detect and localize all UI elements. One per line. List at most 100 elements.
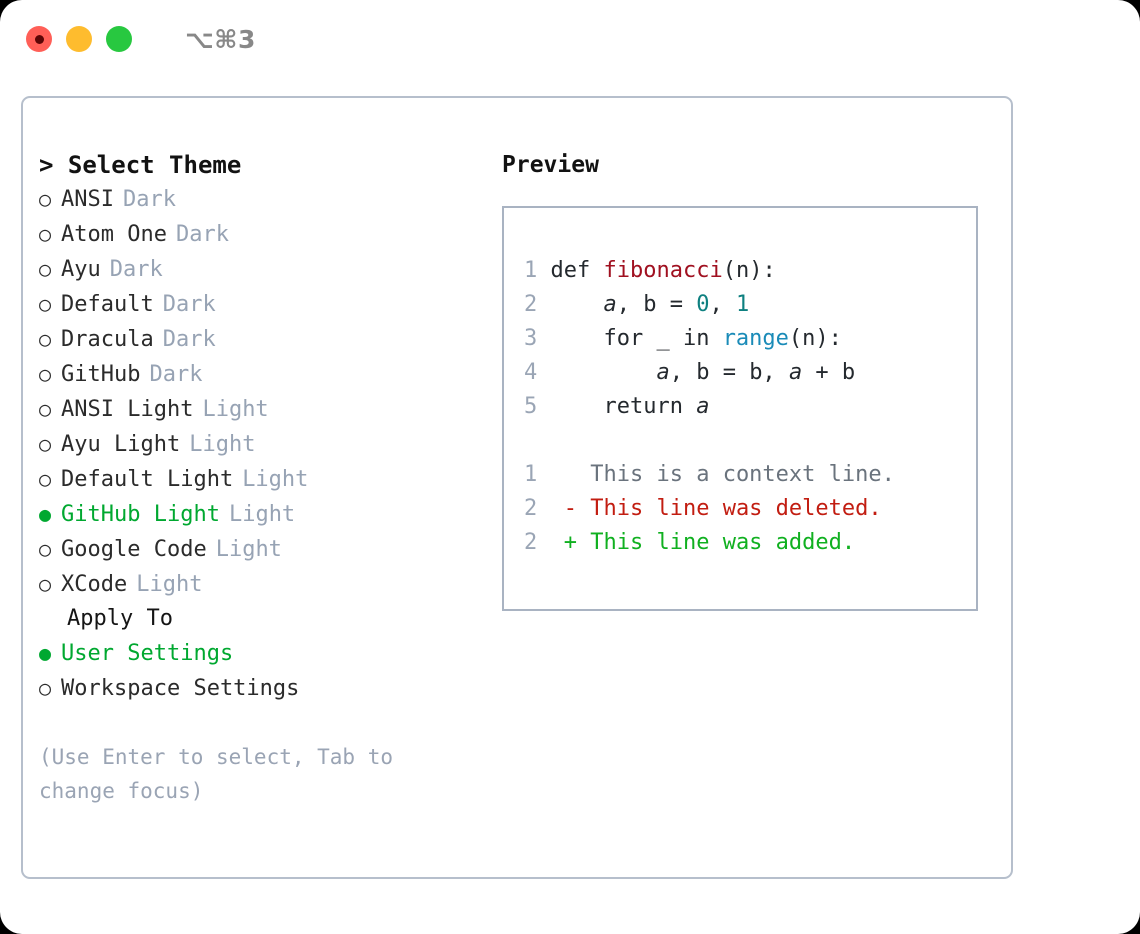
code-line: 1 def fibonacci(n): bbox=[524, 254, 855, 288]
code-line: 2 a, b = 0, 1 bbox=[524, 288, 855, 322]
theme-name: Ayu bbox=[61, 257, 101, 282]
line-number: 1 bbox=[524, 462, 538, 487]
theme-variant-badge: Light bbox=[136, 572, 203, 597]
theme-name: Default bbox=[61, 292, 154, 317]
preview-heading: Preview bbox=[502, 152, 599, 178]
code-token: , b = b, bbox=[669, 360, 789, 385]
radio-unselected-icon: ○ bbox=[39, 432, 52, 456]
theme-variant-badge: Light bbox=[202, 397, 269, 422]
theme-name: ANSI bbox=[61, 187, 114, 212]
code-token: a bbox=[656, 360, 670, 385]
theme-name: Google Code bbox=[61, 537, 207, 562]
theme-variant-badge: Light bbox=[189, 432, 256, 457]
theme-name: ANSI Light bbox=[61, 397, 194, 422]
radio-unselected-icon: ○ bbox=[39, 257, 52, 281]
apply-to-list: ● User Settings ○ Workspace Settings bbox=[39, 636, 479, 706]
line-number: 2 bbox=[524, 496, 538, 521]
theme-option-ansi-light[interactable]: ○ ANSI Light Light bbox=[39, 392, 479, 427]
theme-option-default[interactable]: ○ Default Dark bbox=[39, 287, 479, 322]
radio-unselected-icon: ○ bbox=[39, 292, 52, 316]
apply-to-option-workspace-settings[interactable]: ○ Workspace Settings bbox=[39, 671, 479, 706]
theme-variant-badge: Dark bbox=[122, 187, 176, 212]
theme-option-xcode[interactable]: ○ XCode Light bbox=[39, 567, 479, 602]
theme-option-github[interactable]: ○ GitHub Dark bbox=[39, 357, 479, 392]
radio-unselected-icon: ○ bbox=[39, 397, 52, 421]
maximize-button[interactable] bbox=[106, 26, 132, 52]
code-line: 5 return a bbox=[524, 390, 855, 424]
radio-unselected-icon: ○ bbox=[39, 467, 52, 491]
title-bar: ⌥⌘3 bbox=[0, 0, 1140, 78]
theme-variant-badge: Dark bbox=[149, 362, 203, 387]
diff-text: This line was added. bbox=[577, 530, 856, 555]
minimize-button[interactable] bbox=[66, 26, 92, 52]
diff-line-add: 2 + This line was added. bbox=[524, 526, 895, 560]
diff-marker bbox=[537, 462, 577, 487]
theme-name: Atom One bbox=[61, 222, 167, 247]
radio-unselected-icon: ○ bbox=[39, 187, 52, 211]
theme-name: XCode bbox=[61, 572, 128, 597]
gutter-space bbox=[537, 326, 550, 351]
theme-variant-badge: Light bbox=[215, 537, 282, 562]
close-button[interactable] bbox=[26, 26, 52, 52]
code-token: , bbox=[709, 292, 736, 317]
theme-option-google-code[interactable]: ○ Google Code Light bbox=[39, 532, 479, 567]
radio-unselected-icon: ○ bbox=[39, 327, 52, 351]
radio-selected-icon: ● bbox=[39, 502, 52, 526]
apply-to-name: Workspace Settings bbox=[61, 676, 300, 701]
code-token: 1 bbox=[735, 292, 750, 317]
code-token: , bbox=[616, 292, 644, 317]
line-number: 2 bbox=[524, 292, 538, 317]
theme-name: Ayu Light bbox=[61, 432, 181, 457]
line-number: 5 bbox=[524, 394, 538, 419]
select-theme-heading: > Select Theme bbox=[39, 151, 242, 179]
theme-variant-badge: Dark bbox=[109, 257, 163, 282]
code-line: 4 a, b = b, a + b bbox=[524, 356, 855, 390]
code-token: b bbox=[643, 292, 657, 317]
theme-option-ansi[interactable]: ○ ANSI Dark bbox=[39, 182, 479, 217]
theme-variant-badge: Dark bbox=[162, 327, 216, 352]
diff-marker: - bbox=[537, 496, 577, 521]
radio-unselected-icon: ○ bbox=[39, 676, 52, 700]
code-token: a bbox=[696, 394, 710, 419]
theme-name: GitHub bbox=[61, 362, 141, 387]
preview-column: Preview 1 def fibonacci(n):2 a, b = 0, 1… bbox=[502, 148, 992, 611]
gutter-space bbox=[537, 360, 550, 385]
code-token: fibonacci bbox=[603, 258, 723, 283]
traffic-lights bbox=[26, 26, 132, 52]
keyboard-hint: (Use Enter to select, Tab to change focu… bbox=[39, 745, 394, 803]
code-token: (n): bbox=[722, 258, 776, 283]
line-number: 2 bbox=[524, 530, 538, 555]
code-token: (n): bbox=[788, 326, 842, 351]
theme-variant-badge: Dark bbox=[162, 292, 216, 317]
diff-line-del: 2 - This line was deleted. bbox=[524, 492, 895, 526]
code-line: 3 for _ in range(n): bbox=[524, 322, 855, 356]
line-number: 1 bbox=[524, 258, 538, 283]
code-token: for _ in bbox=[550, 326, 723, 351]
radio-unselected-icon: ○ bbox=[39, 537, 52, 561]
theme-option-ayu-light[interactable]: ○ Ayu Light Light bbox=[39, 427, 479, 462]
diff-text: This line was deleted. bbox=[577, 496, 882, 521]
radio-unselected-icon: ○ bbox=[39, 572, 52, 596]
code-token: + b bbox=[802, 360, 856, 385]
diff-sample: 1 This is a context line.2 - This line w… bbox=[524, 458, 895, 560]
apply-to-option-user-settings[interactable]: ● User Settings bbox=[39, 636, 479, 671]
theme-name: Dracula bbox=[61, 327, 154, 352]
code-token: range bbox=[722, 326, 789, 351]
code-token bbox=[551, 292, 604, 317]
code-token: a bbox=[603, 292, 617, 317]
theme-option-dracula[interactable]: ○ Dracula Dark bbox=[39, 322, 479, 357]
code-token: return bbox=[550, 394, 697, 419]
theme-option-ayu[interactable]: ○ Ayu Dark bbox=[39, 252, 479, 287]
apply-to-name: User Settings bbox=[61, 641, 234, 666]
radio-selected-icon: ● bbox=[39, 641, 52, 665]
code-token: = bbox=[656, 292, 697, 317]
keyboard-shortcut-label: ⌥⌘3 bbox=[185, 24, 256, 54]
radio-unselected-icon: ○ bbox=[39, 362, 52, 386]
